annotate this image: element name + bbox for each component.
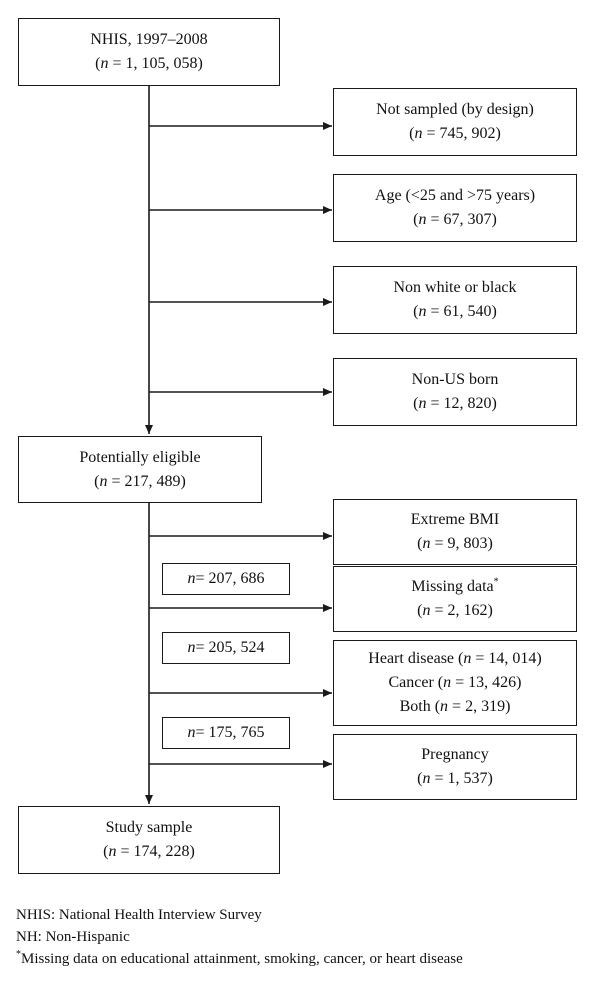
pregnancy-count: (n = 1, 537): [417, 770, 493, 787]
note-nh: NH: Non-Hispanic: [16, 929, 130, 945]
intermediate-count-2: n = 205, 524: [162, 632, 290, 664]
nhis-title: NHIS, 1997–2008: [90, 31, 208, 48]
cancer-line: Cancer (n = 13, 426): [388, 674, 522, 691]
nhis-box: NHIS, 1997–2008 (n = 1, 105, 058): [18, 18, 280, 86]
not-sampled-box: Not sampled (by design) (n = 745, 902): [333, 88, 577, 156]
asterisk-mark: *: [493, 576, 499, 588]
intermediate-count-3: n = 175, 765: [162, 717, 290, 749]
nhis-count: (n = 1, 105, 058): [95, 55, 203, 72]
age-title: Age (<25 and >75 years): [374, 187, 536, 204]
eligible-title: Potentially eligible: [79, 448, 201, 466]
bmi-count: (n = 9, 803): [417, 535, 493, 552]
not-sampled-count: (n = 745, 902): [409, 125, 501, 142]
study-title: Study sample: [105, 819, 193, 836]
missing-count: (n = 2, 162): [417, 602, 493, 619]
non-white-title: Non white or black: [393, 279, 517, 296]
bmi-title: Extreme BMI: [410, 511, 500, 528]
missing-title: Missing data*: [411, 576, 499, 595]
non-us-count: (n = 12, 820): [413, 395, 497, 412]
pregnancy-title: Pregnancy: [421, 746, 489, 763]
non-white-count: (n = 61, 540): [413, 303, 497, 320]
age-count: (n = 67, 307): [413, 211, 497, 228]
study-count: (n = 174, 228): [103, 843, 195, 860]
footnotes: NHIS: National Health Interview Survey N…: [16, 904, 463, 970]
non-white-box: Non white or black (n = 61, 540): [333, 266, 577, 334]
pregnancy-box: Pregnancy (n = 1, 537): [333, 734, 577, 800]
study-sample-box: Study sample (n = 174, 228): [18, 806, 280, 874]
heart-disease-line: Heart disease (n = 14, 014): [368, 650, 542, 667]
note-nhis: NHIS: National Health Interview Survey: [16, 907, 262, 923]
non-us-title: Non-US born: [411, 371, 499, 388]
eligible-box: Potentially eligible (n = 217, 489): [18, 436, 262, 503]
bmi-box: Extreme BMI (n = 9, 803): [333, 499, 577, 565]
note-missing: *Missing data on educational attainment,…: [16, 949, 463, 968]
note-asterisk: *: [16, 949, 21, 960]
conditions-box: Heart disease (n = 14, 014) Cancer (n = …: [333, 640, 577, 726]
not-sampled-title: Not sampled (by design): [376, 101, 534, 118]
missing-box: Missing data* (n = 2, 162): [333, 566, 577, 632]
age-box: Age (<25 and >75 years) (n = 67, 307): [333, 174, 577, 242]
both-line: Both (n = 2, 319): [399, 698, 511, 715]
non-us-box: Non-US born (n = 12, 820): [333, 358, 577, 426]
eligible-count: (n = 217, 489): [94, 472, 186, 490]
intermediate-count-1: n = 207, 686: [162, 563, 290, 595]
